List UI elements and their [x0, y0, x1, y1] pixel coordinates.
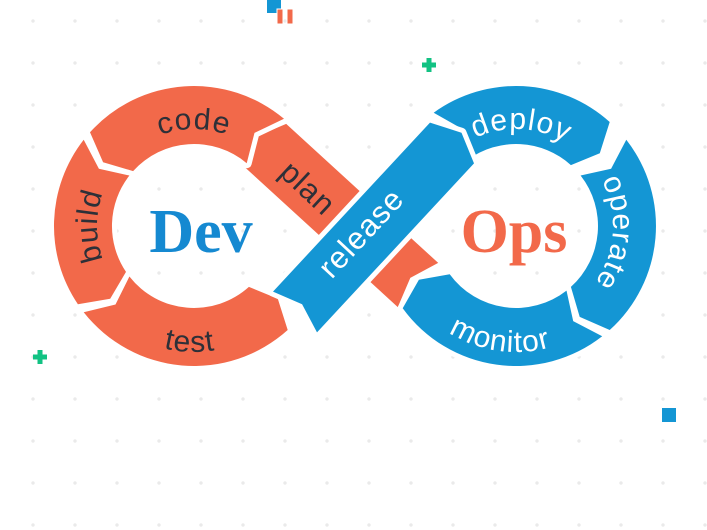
segment-build: [53, 139, 130, 305]
stage-label-test: test: [162, 323, 216, 359]
segment-release: [273, 122, 474, 333]
ops-label: Ops: [461, 198, 568, 266]
segment-deploy: [433, 85, 610, 166]
segment-code: [90, 86, 284, 172]
accent-quote-bar-left: [276, 8, 284, 25]
accent-plus-left: [33, 350, 47, 364]
dev-label: Dev: [149, 198, 252, 266]
segment-test: [83, 276, 288, 366]
segment-operate: [570, 139, 656, 330]
dev-loop-segments: [49, 81, 293, 371]
segment-monitor: [402, 274, 603, 367]
ops-loop-segments: [397, 81, 661, 371]
accent-quote-bar-right: [286, 8, 294, 25]
release-ribbon: [268, 117, 479, 338]
accent-plus-top: [422, 58, 436, 72]
accent-square-blue-bottom: [662, 408, 676, 422]
